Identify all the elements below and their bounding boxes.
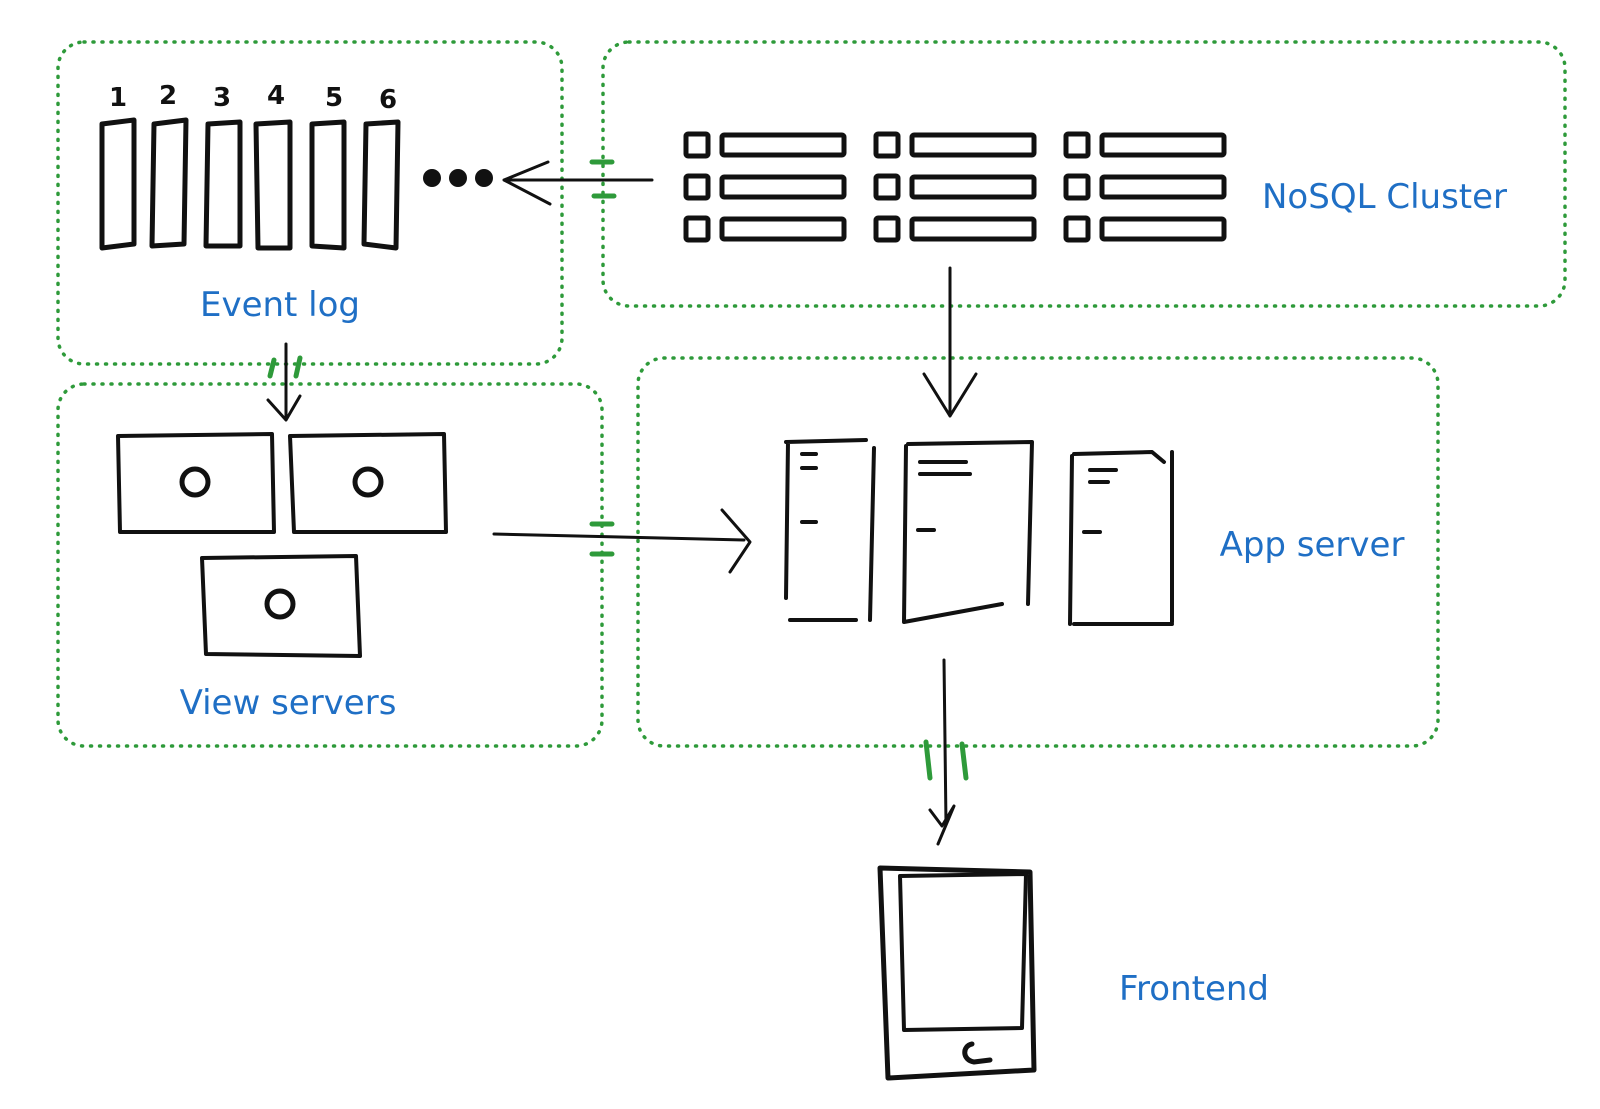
tick-mark xyxy=(267,355,303,379)
partition-icons xyxy=(99,117,401,251)
partition-number: 3 xyxy=(213,83,231,113)
arrow-event-log-to-view-servers xyxy=(266,342,302,422)
view-servers-group xyxy=(116,432,448,658)
event-log-boundary xyxy=(56,40,564,366)
arrow-nosql-to-event-log xyxy=(502,160,654,206)
event-log-label: Event log xyxy=(200,285,360,325)
partition-number: 1 xyxy=(109,83,127,113)
tick-mark xyxy=(923,739,969,781)
app-server-label: App server xyxy=(1220,525,1405,565)
server-tower-icon xyxy=(784,438,876,622)
arrows xyxy=(266,160,978,846)
nosql-nodes xyxy=(683,131,1227,243)
boundaries xyxy=(56,40,1567,748)
tick-mark xyxy=(589,521,615,557)
partition-number: 6 xyxy=(379,85,397,115)
partition-number: 5 xyxy=(325,83,343,113)
partition-icon xyxy=(361,119,401,251)
partition-number: 4 xyxy=(267,81,285,111)
partition-icon xyxy=(253,119,293,251)
frontend-label: Frontend xyxy=(1119,969,1269,1009)
partition-icon xyxy=(309,119,347,251)
ellipsis-icon xyxy=(423,169,493,187)
tick-mark xyxy=(589,159,617,199)
partition-icon xyxy=(203,119,243,249)
tablet-icon xyxy=(877,865,1037,1081)
db-row-icon xyxy=(1063,173,1227,201)
db-row-icon xyxy=(1063,131,1227,159)
arrow-nosql-to-app-server xyxy=(922,266,978,418)
app-server-group xyxy=(784,438,1174,626)
partition-number: 2 xyxy=(159,81,177,111)
monitor-icon xyxy=(116,432,276,534)
arrow-app-server-to-frontend xyxy=(928,658,956,846)
arrow-view-servers-to-app-server xyxy=(492,508,752,574)
server-tower-icon xyxy=(1068,450,1174,626)
event-log-group: 1 2 3 4 5 6 Event log xyxy=(99,81,493,325)
monitor-icon xyxy=(288,432,448,534)
nosql-cluster-label: NoSQL Cluster xyxy=(1262,177,1507,217)
db-row-icon xyxy=(683,131,847,159)
app-server-boundary xyxy=(636,356,1440,748)
db-row-icon xyxy=(683,173,847,201)
boundary-crossing-ticks xyxy=(267,159,969,781)
partition-icon xyxy=(149,117,189,249)
partition-numbers: 1 2 3 4 5 6 xyxy=(109,81,397,115)
db-row-icon xyxy=(873,173,1037,201)
nosql-cluster-boundary xyxy=(601,40,1567,308)
server-tower-icon xyxy=(902,440,1034,624)
db-row-icon xyxy=(1063,215,1227,243)
monitor-icon xyxy=(200,554,362,658)
db-row-icon xyxy=(873,131,1037,159)
db-row-icon xyxy=(873,215,1037,243)
db-row-icon xyxy=(683,215,847,243)
nosql-cluster-group: NoSQL Cluster xyxy=(683,131,1507,243)
view-servers-label: View servers xyxy=(180,683,397,723)
partition-icon xyxy=(99,117,137,251)
